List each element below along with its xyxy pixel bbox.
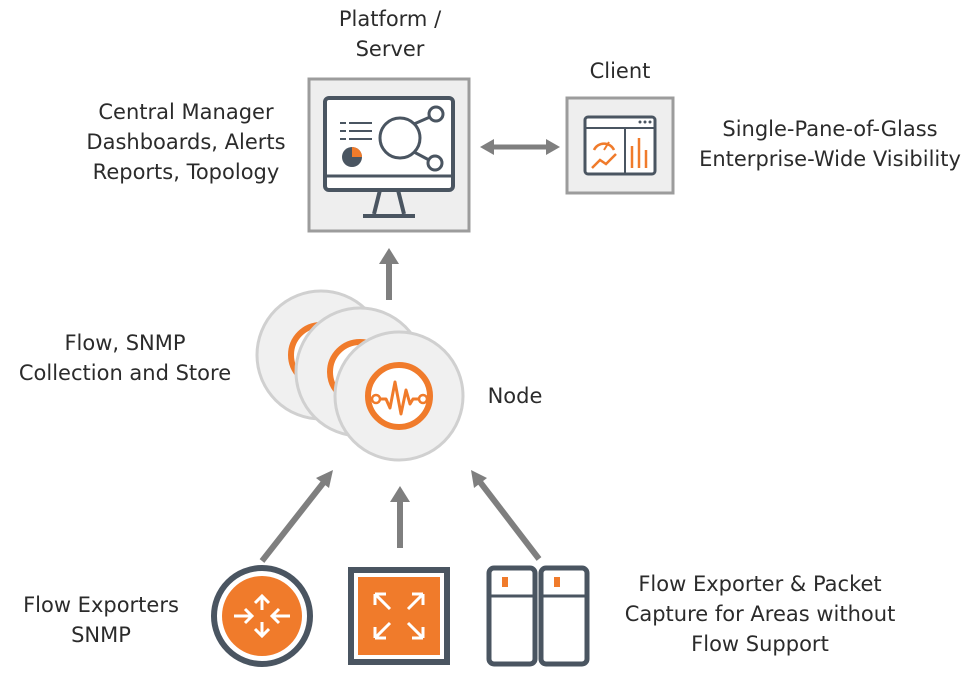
node-desc-line2: Collection and Store	[18, 361, 232, 385]
platform-title-line1: Platform /	[338, 7, 442, 31]
platform-desc-line3: Reports, Topology	[92, 160, 280, 184]
platform-client-arrow	[480, 139, 560, 155]
platform-title-line2: Server	[355, 37, 425, 61]
monitor-icon	[323, 96, 455, 218]
node-description: Flow, SNMP Collection and Store	[6, 328, 244, 388]
node-title: Node	[480, 381, 550, 411]
switch-icon	[348, 567, 450, 665]
switch-to-node-arrow	[390, 486, 410, 548]
client-description: Single-Pane-of-Glass Enterprise-Wide Vis…	[690, 114, 970, 174]
server-icon	[486, 565, 590, 667]
exporters-right-description: Flow Exporter & Packet Capture for Areas…	[604, 569, 916, 659]
router-icon	[211, 565, 313, 667]
node-desc-line1: Flow, SNMP	[64, 331, 186, 355]
platform-desc-line1: Central Manager	[98, 100, 274, 124]
node-to-platform-arrow	[379, 248, 399, 300]
exporters-left-description: Flow Exporters SNMP	[6, 590, 196, 650]
client-title: Client	[575, 56, 665, 86]
exporters-left-line1: Flow Exporters	[23, 593, 179, 617]
client-desc-line1: Single-Pane-of-Glass	[722, 117, 938, 141]
client-desc-line2: Enterprise-Wide Visibility	[699, 147, 961, 171]
server-to-node-arrow	[471, 470, 542, 561]
waveform-icon	[370, 380, 429, 416]
client-title-text: Client	[589, 59, 651, 83]
exporters-right-line1: Flow Exporter & Packet	[638, 572, 882, 596]
exporters-right-line3: Flow Support	[691, 632, 829, 656]
exporters-left-line2: SNMP	[71, 623, 131, 647]
platform-desc-line2: Dashboards, Alerts	[86, 130, 286, 154]
router-to-node-arrow	[259, 470, 333, 563]
platform-title: Platform / Server	[330, 4, 450, 64]
node-title-text: Node	[487, 384, 543, 408]
exporters-right-line2: Capture for Areas without	[624, 602, 896, 626]
platform-description: Central Manager Dashboards, Alerts Repor…	[72, 97, 300, 187]
dashboard-icon	[583, 115, 657, 176]
